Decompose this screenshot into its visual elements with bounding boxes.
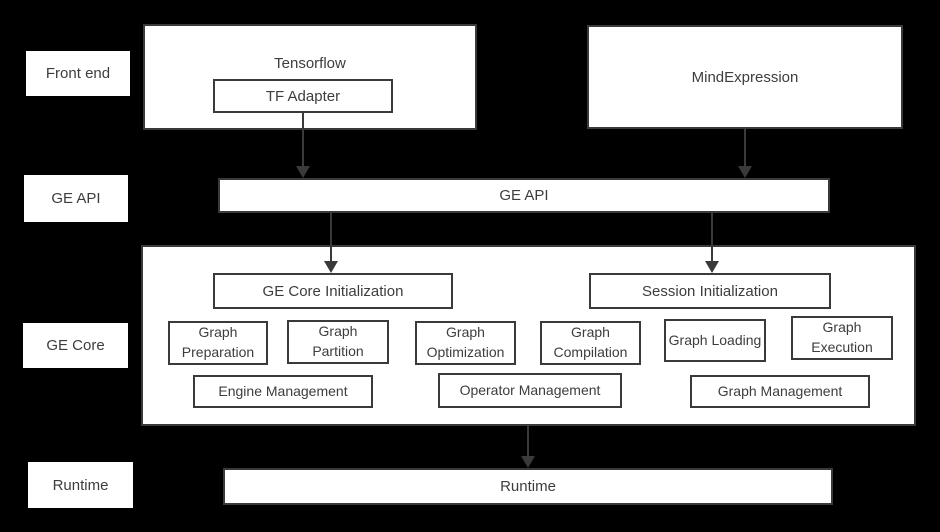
side-label-runtime: Runtime [28, 462, 133, 508]
arrow-ge-core-to-runtime [521, 426, 535, 468]
box-operator-management: Operator Management [438, 373, 622, 408]
arrow-line [744, 129, 746, 166]
side-label-ge-core: GE Core [23, 323, 128, 368]
side-label-front-end: Front end [26, 51, 130, 96]
tensorflow-title: Tensorflow [274, 55, 346, 72]
arrow-head-icon [296, 166, 310, 178]
tensorflow-box: Tensorflow TF Adapter [143, 24, 477, 130]
arrow-mindexpression-to-ge-api [738, 129, 752, 178]
box-graph-loading: Graph Loading [664, 319, 766, 362]
box-graph-management: Graph Management [690, 375, 870, 408]
box-graph-preparation: Graph Preparation [168, 321, 268, 365]
box-session-initialization: Session Initialization [589, 273, 831, 309]
ge-api-bar: GE API [218, 178, 830, 213]
box-engine-management: Engine Management [193, 375, 373, 408]
tf-adapter-box: TF Adapter [213, 79, 393, 113]
side-label-ge-api: GE API [24, 175, 128, 222]
arrow-head-icon [738, 166, 752, 178]
runtime-bar: Runtime [223, 468, 833, 505]
arrow-head-icon [521, 456, 535, 468]
ge-core-box: GE Core Initialization Session Initializ… [141, 245, 916, 426]
arrow-line [527, 426, 529, 456]
box-graph-optimization: Graph Optimization [415, 321, 516, 365]
mindexpression-box: MindExpression [587, 25, 903, 129]
box-graph-compilation: Graph Compilation [540, 321, 641, 365]
box-graph-execution: Graph Execution [791, 316, 893, 360]
box-graph-partition: Graph Partition [287, 320, 389, 364]
box-ge-core-initialization: GE Core Initialization [213, 273, 453, 309]
